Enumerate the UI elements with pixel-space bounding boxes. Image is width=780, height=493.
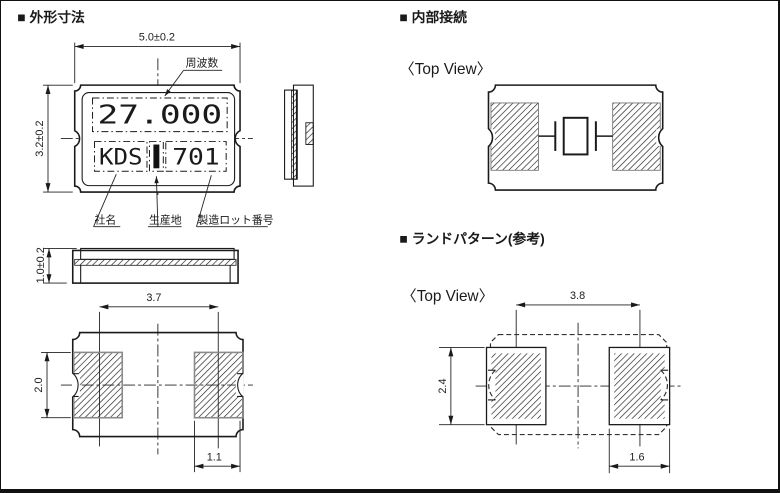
dim-label-land-width: 1.6 xyxy=(629,451,644,463)
marking-box-origin xyxy=(148,141,164,172)
callout-company: 社名 xyxy=(93,174,121,228)
dimension-pad-height: 2.0 xyxy=(33,351,71,419)
bottom-castellation-right xyxy=(235,372,244,398)
internal-castellation-left xyxy=(487,128,495,148)
dimension-land-width: 1.6 xyxy=(608,428,671,474)
dimension-land-height: 2.4 xyxy=(437,347,485,426)
marking-box-maker xyxy=(94,141,148,172)
bottom-castellation-left xyxy=(71,372,80,398)
dim-label-pad-pitch: 3.7 xyxy=(146,292,161,304)
dim-label-land-height: 2.4 xyxy=(437,378,449,393)
land-top-view-label: 〈Top View〉 xyxy=(401,288,494,305)
internal-castellation-right xyxy=(656,128,664,148)
dimension-body-width: 5.0±0.2 xyxy=(74,32,241,84)
land-pad-right xyxy=(608,346,671,426)
internal-top-view-label: 〈Top View〉 xyxy=(399,61,492,78)
internal-connection-drawing xyxy=(487,84,664,191)
marking-box-lot xyxy=(165,141,227,172)
top-view-drawing: 5.0±0.2 3.2±0.2 27.000 KDS 701 xyxy=(34,32,274,228)
dimension-pad-width: 1.1 xyxy=(194,420,241,473)
marking-maker: KDS xyxy=(99,145,143,170)
package-lid-outline xyxy=(81,92,236,187)
internal-electrode-right xyxy=(612,102,661,171)
dim-label-body-width: 5.0±0.2 xyxy=(139,32,175,44)
side-view-long-edge: 1.0±0.2 xyxy=(35,247,239,284)
dim-label-pad-width: 1.1 xyxy=(207,451,222,463)
side-short-electrode xyxy=(305,122,314,145)
section-title-internal: ■ 内部接続 xyxy=(399,9,467,25)
section-title-land: ■ ランドパターン(参考) xyxy=(399,231,544,247)
callout-origin: 生産地 xyxy=(147,176,182,228)
callout-frequency-label: 周波数 xyxy=(186,56,219,69)
internal-electrode-left xyxy=(490,102,539,171)
side-view-short-edge xyxy=(284,84,314,187)
section-title-outline: ■ 外形寸法 xyxy=(17,9,85,25)
callout-frequency: 周波数 xyxy=(164,56,223,97)
dimension-thickness: 1.0±0.2 xyxy=(35,247,77,284)
crystal-symbol xyxy=(538,116,613,156)
bottom-view-drawing: 3.7 xyxy=(33,292,253,473)
section-land-pattern: ■ ランドパターン(参考) 〈Top View〉 3.8 xyxy=(399,231,681,474)
bottom-pad-right xyxy=(193,351,244,419)
section-outline-dimensions: ■ 外形寸法 5.0±0.2 3.2±0.2 xyxy=(17,9,314,473)
dim-label-pad-height: 2.0 xyxy=(33,378,45,393)
dimension-body-height: 3.2±0.2 xyxy=(34,84,73,193)
bottom-pad-left xyxy=(72,351,124,419)
land-pad-left xyxy=(485,346,547,426)
package-body-outline xyxy=(73,84,241,193)
dim-label-thickness: 1.0±0.2 xyxy=(35,247,47,283)
callout-origin-label: 生産地 xyxy=(149,213,182,227)
land-pattern-drawing: 3.8 xyxy=(437,290,681,474)
dim-label-land-pitch: 3.8 xyxy=(570,290,585,302)
side-long-base xyxy=(71,249,239,284)
dim-label-body-height: 3.2±0.2 xyxy=(34,120,46,156)
side-short-seal xyxy=(291,89,298,180)
callout-company-label: 社名 xyxy=(95,213,117,227)
side-long-seal xyxy=(74,258,237,266)
section-internal-connection: ■ 内部接続 〈Top View〉 xyxy=(399,9,664,191)
marking-lot: 701 xyxy=(172,145,220,170)
callout-lot-number: 製造ロット番号 xyxy=(196,175,274,228)
marking-frequency: 27.000 xyxy=(97,101,222,131)
callout-lot-label: 製造ロット番号 xyxy=(197,213,273,227)
origin-mark-bar xyxy=(153,144,160,169)
marking-box-frequency xyxy=(92,97,228,133)
